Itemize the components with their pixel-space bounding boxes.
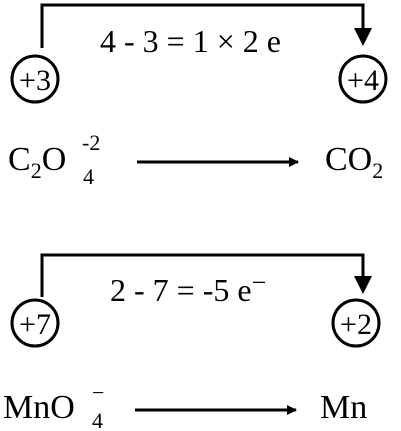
reaction1-electron-bracket: [40, 3, 372, 48]
reaction1-ox-left-circle: [10, 54, 60, 104]
reaction2-equation: 2 - 7 = -5 e−: [110, 268, 266, 308]
svg-text:CO2: CO2: [325, 141, 383, 183]
reaction2-ox-left: +7: [19, 308, 51, 341]
svg-text:4: 4: [83, 164, 94, 189]
reaction2-ox-right-circle: [331, 298, 381, 348]
svg-text:-2: -2: [82, 130, 100, 155]
reaction2-product: Mn: [320, 389, 367, 426]
reaction1-ox-right: +4: [347, 64, 379, 97]
reaction1-ox-left: +3: [19, 64, 51, 97]
reaction2-ox-left-circle: [10, 298, 60, 348]
reaction2-electron-bracket: [40, 253, 372, 297]
svg-text:C2O: C2O: [8, 141, 66, 183]
reaction1-ox-right-circle: [338, 54, 388, 104]
reaction1-equation: 4 - 3 = 1 × 2 e: [100, 23, 281, 59]
reaction1-reactant: C2O 4 -2: [8, 130, 100, 189]
reaction2-ox-right: +2: [340, 308, 372, 341]
svg-text:MnO: MnO: [3, 389, 75, 426]
reaction1-product: CO2: [325, 141, 383, 183]
svg-text:−: −: [92, 380, 104, 405]
svg-text:4: 4: [92, 408, 103, 431]
reaction2-reactant: MnO 4 −: [3, 380, 104, 431]
